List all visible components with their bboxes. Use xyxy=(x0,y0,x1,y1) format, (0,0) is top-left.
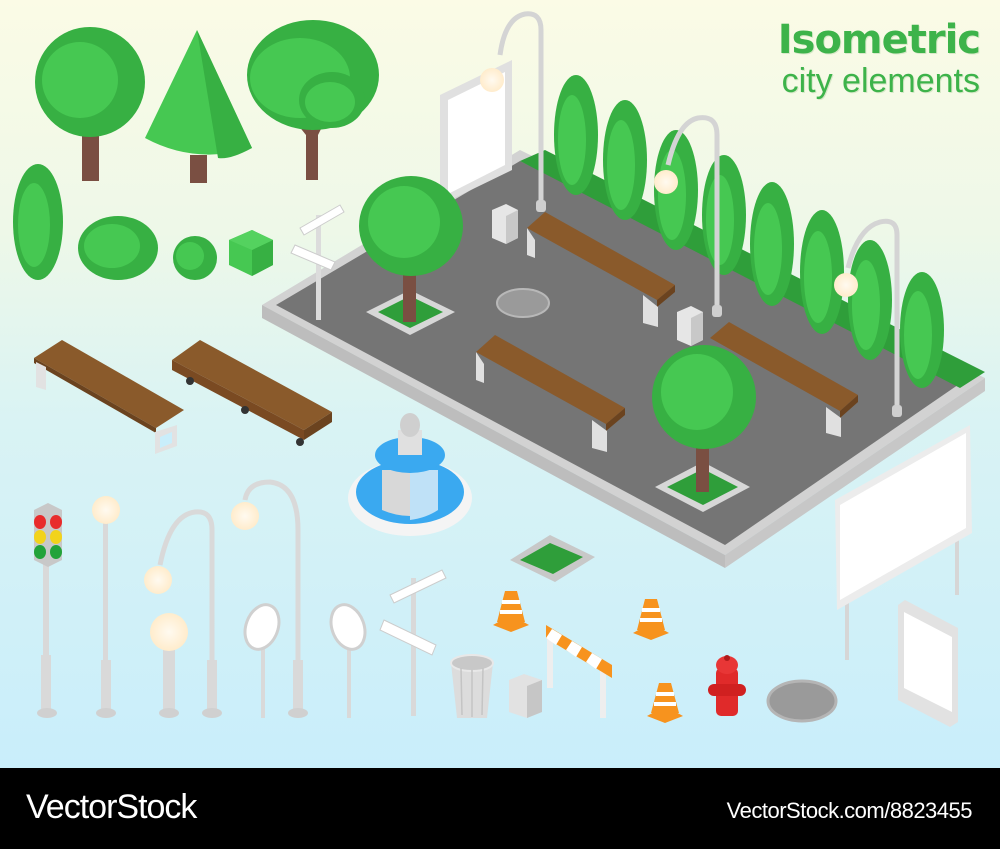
illustration-canvas: Isometric city elements xyxy=(0,0,1000,768)
title-block: Isometric city elements xyxy=(777,17,981,100)
billboard xyxy=(835,425,972,660)
curved-lamp-tall xyxy=(242,479,301,690)
oval-sign-2 xyxy=(329,603,367,718)
plaza-lamp-3 xyxy=(845,218,900,410)
traffic-cone-1 xyxy=(493,591,529,632)
plaza-bench-1 xyxy=(527,212,675,327)
shrub-tall xyxy=(13,164,63,280)
footer-brand: VectorStock xyxy=(26,788,197,826)
manhole-cover xyxy=(766,679,838,723)
grass-planter xyxy=(510,535,595,582)
title-main: Isometric xyxy=(777,17,981,63)
tree-round xyxy=(35,27,145,181)
bench-metal-legs xyxy=(34,340,184,454)
plaza-bench-2 xyxy=(476,335,625,452)
city-elements-illustration xyxy=(13,11,985,727)
trash-can-square xyxy=(509,674,542,718)
fountain xyxy=(348,413,472,536)
curved-lamp-short xyxy=(157,509,215,690)
tree-double-crown xyxy=(247,20,379,180)
plaza-tree-1 xyxy=(359,176,463,322)
bush-round xyxy=(173,236,217,280)
bush-wide xyxy=(78,216,158,280)
trash-bin-plaza-2 xyxy=(677,306,703,346)
trash-bin-plaza-1 xyxy=(492,204,518,244)
poster-stand xyxy=(898,600,958,727)
plaza-tree-2 xyxy=(652,345,756,492)
watermark-footer: VectorStock VectorStock.com/8823455 xyxy=(0,768,1000,849)
trash-can-round xyxy=(450,654,494,718)
direction-sign-plaza xyxy=(290,204,345,320)
globe-lamp-short xyxy=(150,613,188,718)
poster-board-plaza xyxy=(440,60,512,205)
oval-sign-1 xyxy=(243,603,281,718)
plaza-bench-3 xyxy=(710,322,858,437)
bush-cube xyxy=(229,230,273,276)
title-sub: city elements xyxy=(781,62,980,100)
plaza-lamp-2 xyxy=(665,115,720,310)
striped-barrier xyxy=(546,625,612,718)
bench-black-feet xyxy=(172,340,332,446)
cypress-row xyxy=(554,75,944,388)
footer-url: VectorStock.com/8823455 xyxy=(726,798,973,823)
traffic-cone-2 xyxy=(633,599,669,640)
direction-sign xyxy=(379,569,447,716)
manhole-cover-plaza xyxy=(496,288,550,318)
traffic-light xyxy=(34,503,62,718)
globe-lamp-tall xyxy=(92,496,120,718)
plaza-lamp-1 xyxy=(497,11,544,205)
tree-cone xyxy=(145,30,252,183)
fire-hydrant xyxy=(708,655,746,716)
traffic-cone-3 xyxy=(647,683,683,723)
